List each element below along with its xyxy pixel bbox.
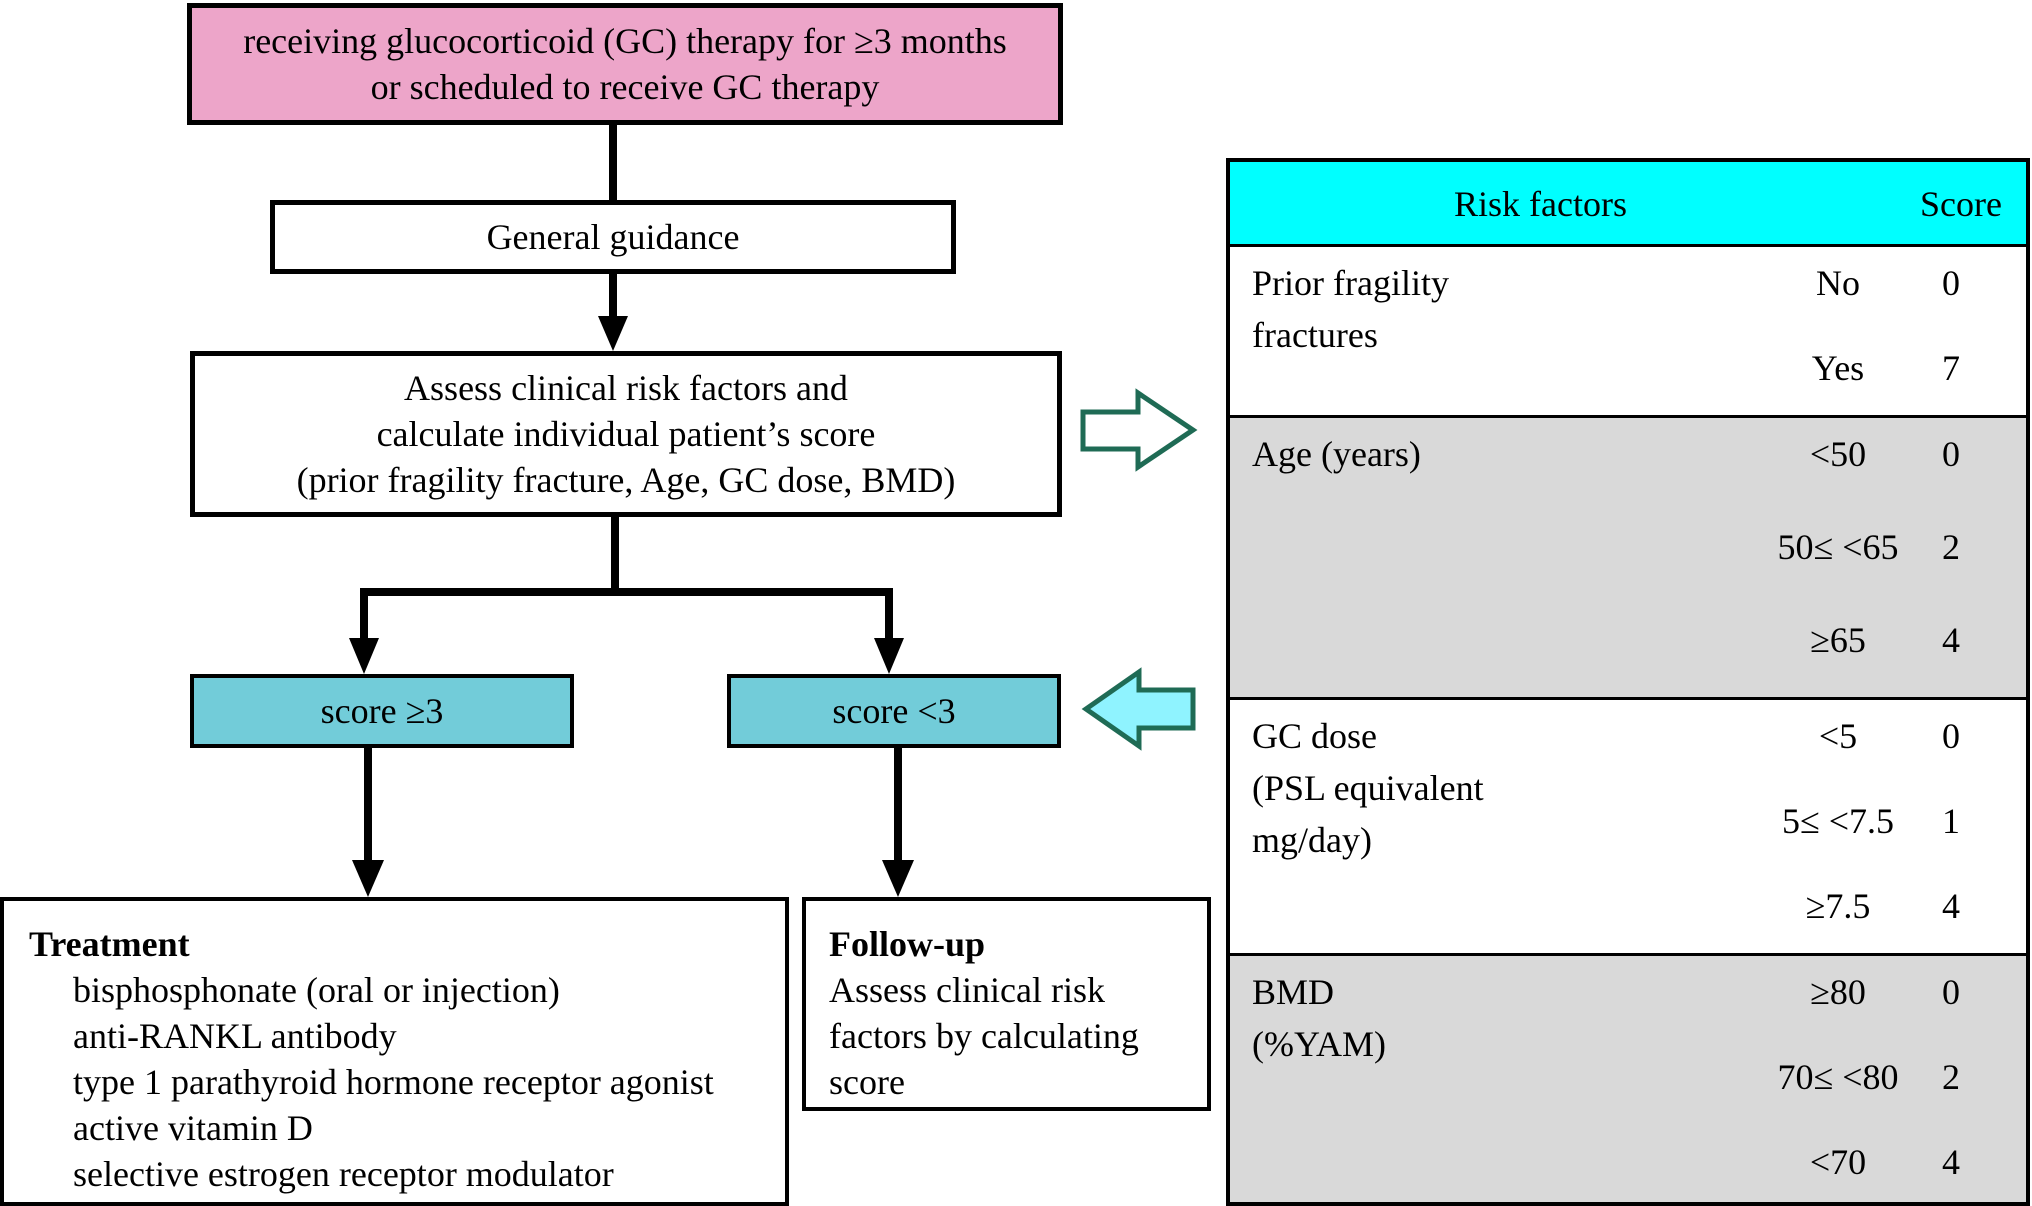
factor-name-line: Age (years) bbox=[1252, 434, 1421, 474]
score-cell: 1 bbox=[1942, 801, 1960, 841]
assess-line-2: calculate individual patient’s score bbox=[376, 414, 876, 454]
score-cell: 0 bbox=[1942, 972, 1960, 1012]
block-arrow-right-icon bbox=[1080, 388, 1198, 472]
factor-name-line: BMD bbox=[1252, 972, 1335, 1012]
factor-name: GC dose (PSL equivalent mg/day) bbox=[1252, 710, 1542, 866]
arrowhead-to-assess bbox=[598, 316, 628, 351]
general-guidance-label: General guidance bbox=[486, 217, 740, 257]
score-cell: 0 bbox=[1942, 716, 1960, 756]
factor-name: Age (years) bbox=[1252, 428, 1542, 480]
treatment-title: Treatment bbox=[29, 924, 190, 964]
score-high-box: score ≥3 bbox=[190, 674, 574, 748]
arrowhead-to-treatment bbox=[352, 860, 384, 897]
assess-line-1: Assess clinical risk factors and bbox=[404, 368, 848, 408]
followup-line: Assess clinical risk bbox=[829, 970, 1105, 1010]
factor-name-line: mg/day) bbox=[1252, 820, 1372, 860]
level-cell: ≥80 bbox=[1810, 972, 1866, 1012]
factor-name-line: Prior fragility bbox=[1252, 263, 1449, 303]
risk-factors-table: Risk factors Score Prior fragility fract… bbox=[1226, 158, 2030, 1206]
score-cell: 7 bbox=[1942, 348, 1960, 388]
factor-name: Prior fragility fractures bbox=[1252, 257, 1542, 361]
assess-risk-box: Assess clinical risk factors and calcula… bbox=[190, 351, 1062, 517]
score-cell: 4 bbox=[1942, 886, 1960, 926]
level-cell: Yes bbox=[1811, 348, 1865, 388]
factor-name-line: (PSL equivalent bbox=[1252, 768, 1484, 808]
group-bmd: BMD (%YAM) ≥80 0 70≤ <80 2 <70 4 bbox=[1230, 956, 2026, 1202]
score-cell: 2 bbox=[1942, 1057, 1960, 1097]
group-age: Age (years) <50 0 50≤ <65 2 ≥65 4 bbox=[1230, 418, 2026, 700]
level-cell: <5 bbox=[1818, 716, 1858, 756]
score-cell: 2 bbox=[1942, 527, 1960, 567]
factor-name-line: GC dose bbox=[1252, 716, 1377, 756]
level-cell: 5≤ <7.5 bbox=[1781, 801, 1895, 841]
level-cell: 70≤ <80 bbox=[1777, 1057, 1899, 1097]
treatment-item: selective estrogen receptor modulator bbox=[73, 1154, 614, 1194]
group-gc-dose: GC dose (PSL equivalent mg/day) <5 0 5≤ … bbox=[1230, 700, 2026, 956]
level-cell: ≥7.5 bbox=[1805, 886, 1871, 926]
arrowhead-to-high-score bbox=[349, 638, 379, 674]
level-cell: ≥65 bbox=[1810, 620, 1866, 660]
table-header: Risk factors Score bbox=[1230, 162, 2026, 247]
followup-box: Follow-up Assess clinical risk factors b… bbox=[802, 897, 1211, 1111]
header-score: Score bbox=[1920, 184, 2002, 224]
gc-therapy-line-2: or scheduled to receive GC therapy bbox=[370, 67, 880, 107]
treatment-item: active vitamin D bbox=[73, 1108, 313, 1148]
followup-line: score bbox=[829, 1062, 905, 1102]
score-low-box: score <3 bbox=[727, 674, 1061, 748]
factor-name-line: (%YAM) bbox=[1252, 1024, 1386, 1064]
arrowhead-to-followup bbox=[882, 860, 914, 897]
level-cell: No bbox=[1816, 263, 1860, 303]
header-risk-factors: Risk factors bbox=[1454, 184, 1627, 224]
level-cell: 50≤ <65 bbox=[1777, 527, 1899, 567]
factor-name: BMD (%YAM) bbox=[1252, 966, 1542, 1070]
followup-line: factors by calculating bbox=[829, 1016, 1139, 1056]
gc-therapy-box: receiving glucocorticoid (GC) therapy fo… bbox=[187, 3, 1063, 125]
level-cell: <50 bbox=[1809, 434, 1867, 474]
score-cell: 0 bbox=[1942, 263, 1960, 303]
followup-title: Follow-up bbox=[829, 924, 986, 964]
score-low-label: score <3 bbox=[832, 691, 956, 731]
block-arrow-left-icon bbox=[1081, 667, 1196, 751]
treatment-box: Treatment bisphosphonate (oral or inject… bbox=[0, 897, 789, 1206]
score-cell: 0 bbox=[1942, 434, 1960, 474]
gc-therapy-line-1: receiving glucocorticoid (GC) therapy fo… bbox=[243, 21, 1007, 61]
treatment-item: anti-RANKL antibody bbox=[73, 1016, 397, 1056]
score-cell: 4 bbox=[1942, 1142, 1960, 1182]
general-guidance-box: General guidance bbox=[270, 200, 956, 274]
factor-name-line: fractures bbox=[1252, 315, 1378, 355]
arrowhead-to-low-score bbox=[874, 638, 904, 674]
treatment-item: type 1 parathyroid hormone receptor agon… bbox=[73, 1062, 714, 1102]
assess-line-3: (prior fragility fracture, Age, GC dose,… bbox=[296, 460, 956, 500]
score-cell: 4 bbox=[1942, 620, 1960, 660]
group-prior-fracture: Prior fragility fractures No 0 Yes 7 bbox=[1230, 247, 2026, 418]
level-cell: <70 bbox=[1809, 1142, 1867, 1182]
score-high-label: score ≥3 bbox=[320, 691, 444, 731]
treatment-item: bisphosphonate (oral or injection) bbox=[73, 970, 560, 1010]
